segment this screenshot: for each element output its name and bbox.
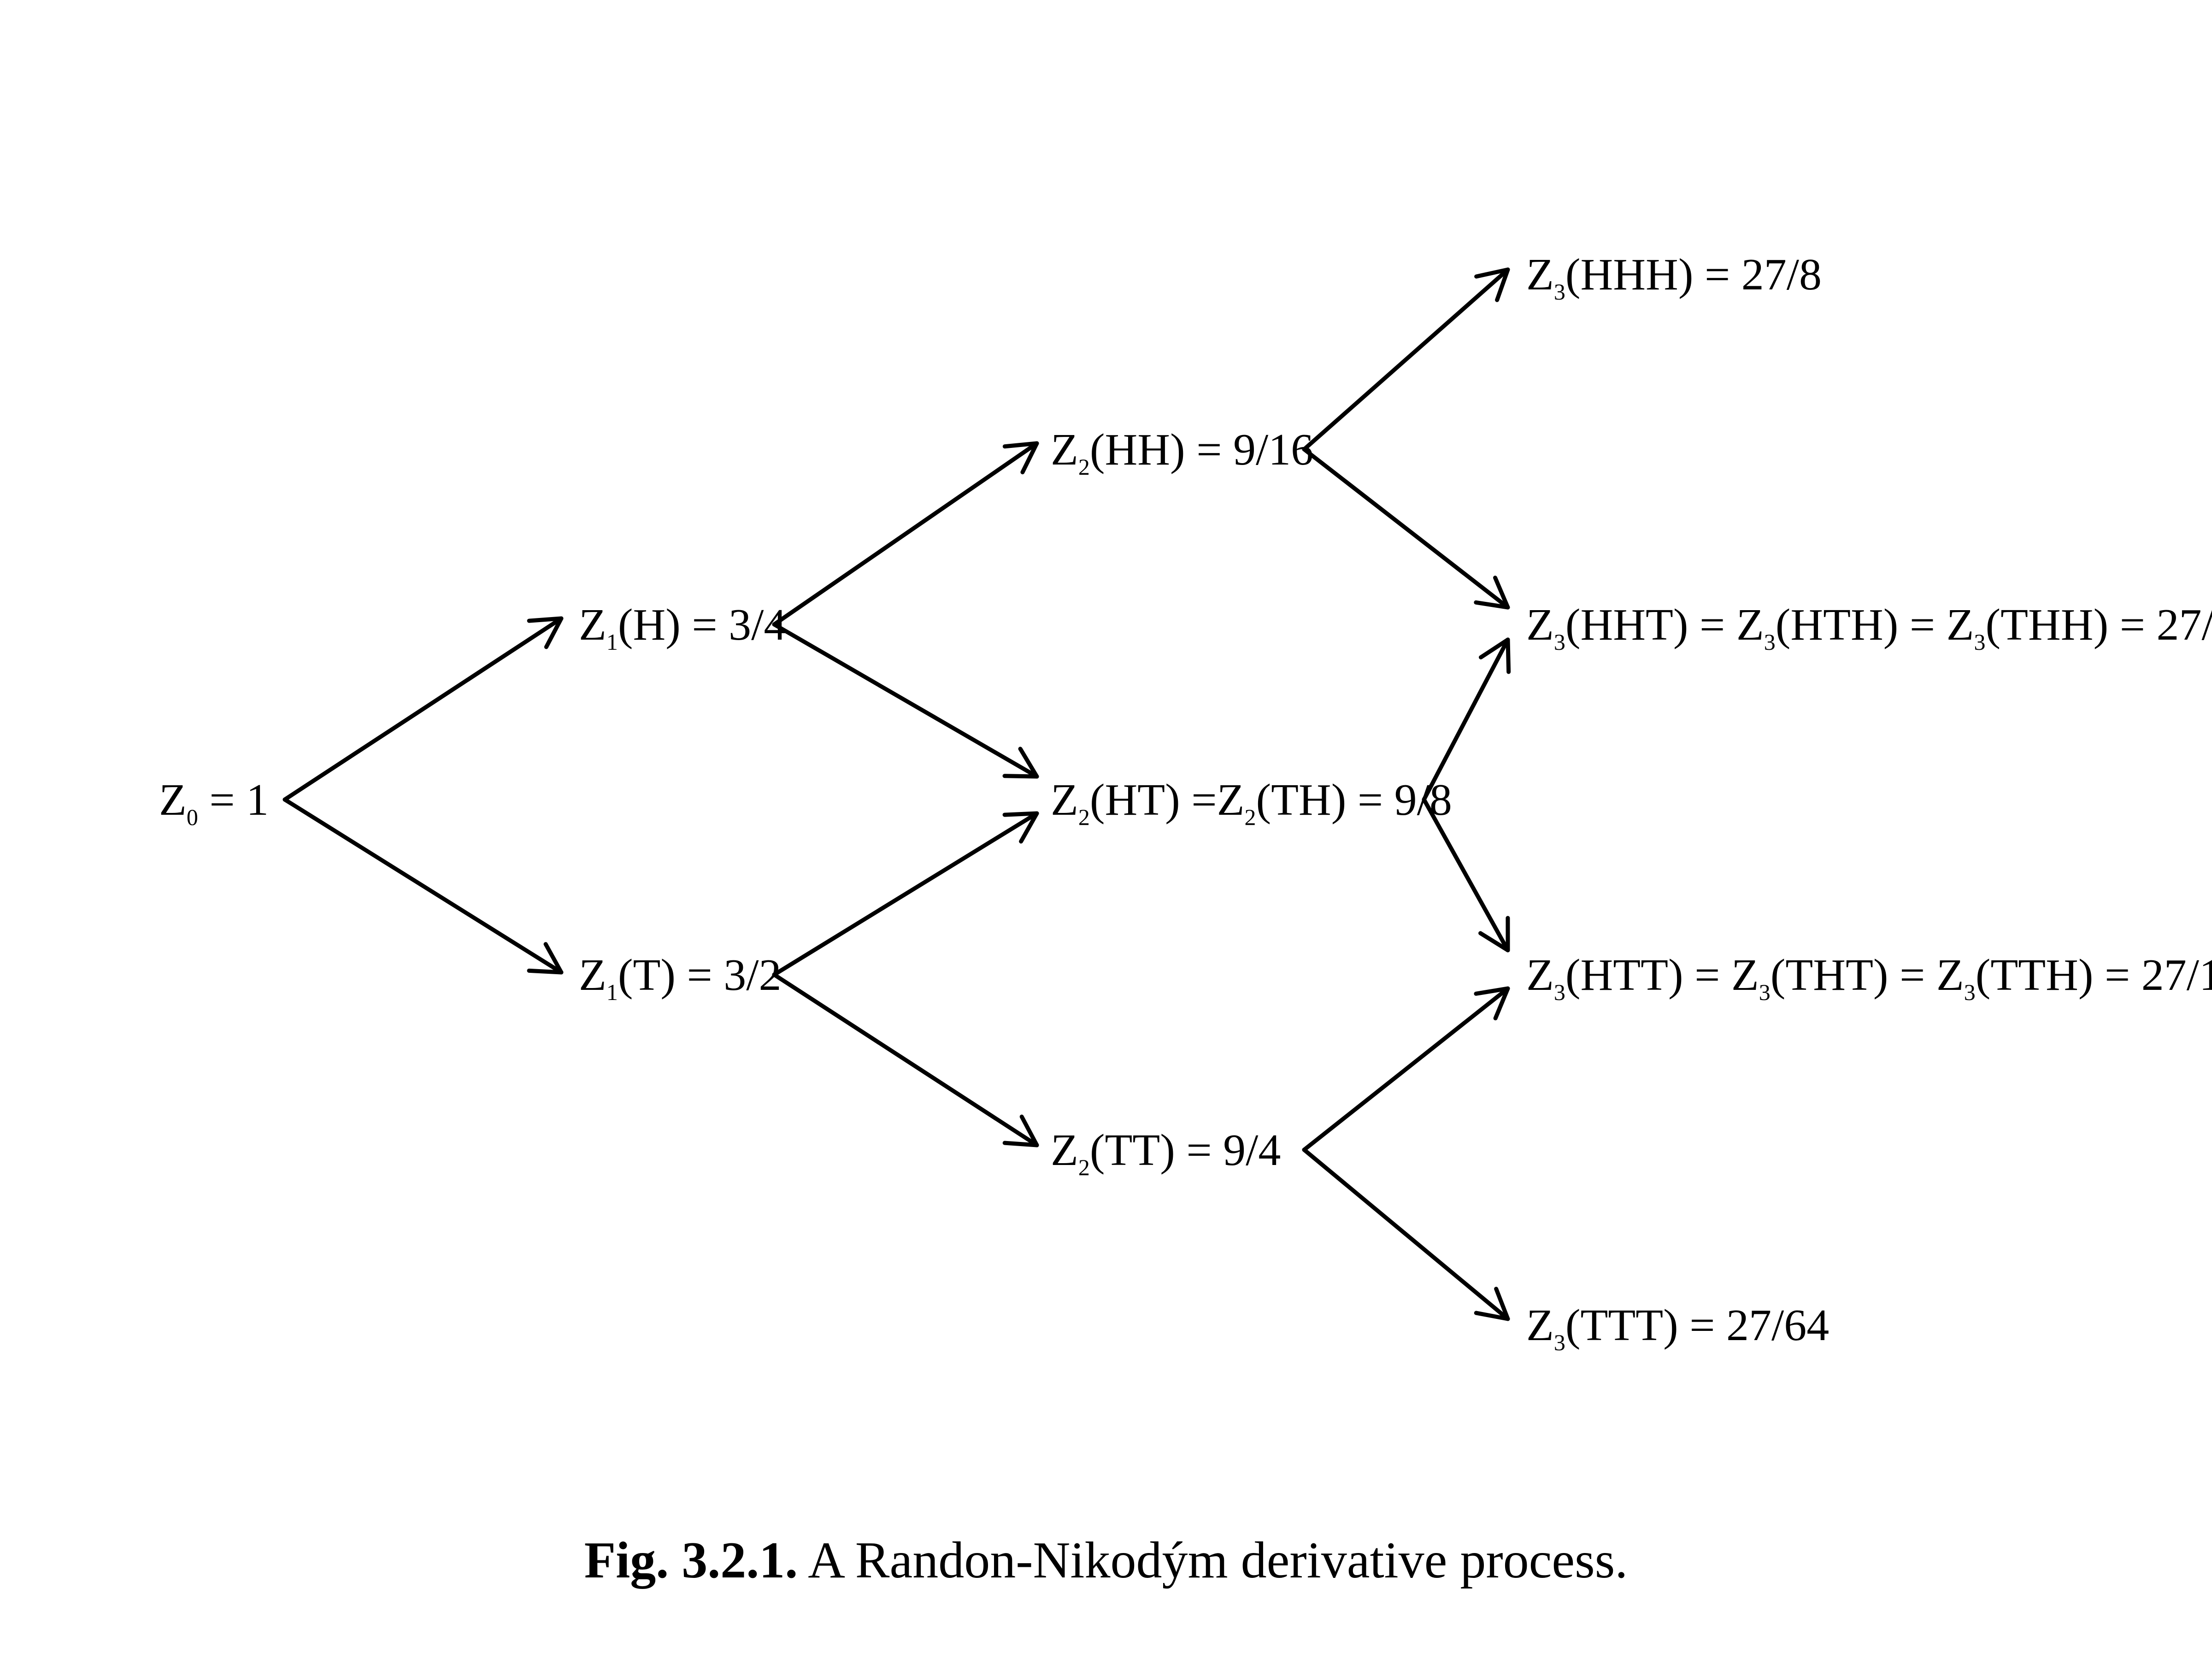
edge-z2-tt-to-z3-ttt	[1302, 1147, 1510, 1321]
edge-line	[772, 622, 1039, 779]
edge-z1-h-to-z2-ht	[772, 622, 1039, 779]
edge-z0-to-z1-t	[282, 797, 564, 975]
arrowhead	[1474, 1287, 1510, 1321]
node-z2-tt: Z2(TT) = 9/4	[1051, 1125, 1281, 1180]
arrowhead	[527, 616, 564, 649]
edge-line	[772, 811, 1039, 977]
edge-line	[1302, 447, 1510, 610]
edge-z2-hh-to-z3-hhh	[1302, 267, 1510, 452]
edge-line	[282, 616, 564, 802]
node-z3-ttt: Z3(TTT) = 27/64	[1526, 1300, 1829, 1355]
edge-z1-t-to-z2-ht	[772, 811, 1039, 977]
arrowhead	[1474, 986, 1510, 1021]
edge-line	[1302, 1147, 1510, 1321]
edge-line	[1422, 797, 1510, 953]
node-z3-hht: Z3(HHT) = Z3(HTH) = Z3(THH) = 27/32	[1526, 600, 2212, 655]
arrowhead	[1474, 267, 1510, 302]
arrowhead	[1478, 637, 1511, 674]
node-z3-htt: Z3(HTT) = Z3(THT) = Z3(TTH) = 27/16	[1526, 950, 2212, 1005]
edge-z1-h-to-z2-hh	[772, 441, 1039, 627]
nodes: Z0 = 1 Z1(H) = 3/4Z1(T) = 3/2 Z2(HH) = 9/1…	[159, 250, 2212, 1355]
edge-line	[772, 441, 1039, 627]
arrowhead	[1478, 916, 1510, 953]
edge-z2-hh-to-z3-hht	[1302, 447, 1510, 610]
node-z3-hhh: Z3(HHH) = 27/8	[1526, 250, 1822, 305]
edge-line	[1302, 267, 1510, 452]
edge-line	[282, 797, 564, 975]
arrowhead	[1474, 576, 1510, 610]
arrowhead	[1002, 1114, 1039, 1147]
arrowhead	[527, 942, 564, 975]
node-z2-ht: Z2(HT) =Z2(TH) = 9/8	[1051, 775, 1452, 830]
node-z1-h: Z1(H) = 3/4	[579, 600, 786, 655]
edges	[282, 267, 1511, 1321]
edge-z0-to-z1-h	[282, 616, 564, 802]
arrowhead	[1002, 811, 1039, 844]
edge-z2-tt-to-z3-htt	[1302, 986, 1510, 1152]
edge-line	[772, 972, 1039, 1147]
node-z1-t: Z1(T) = 3/2	[579, 950, 782, 1005]
edge-z1-t-to-z2-tt	[772, 972, 1039, 1147]
caption-text: A Randon-Nikodým derivative process.	[798, 1532, 1628, 1589]
figure-caption: Fig. 3.2.1. A Randon-Nikodým derivative …	[0, 1535, 2212, 1586]
edge-z2-ht-to-z3-hht	[1422, 637, 1511, 802]
caption-figure-number: Fig. 3.2.1.	[584, 1532, 798, 1589]
node-z0: Z0 = 1	[159, 775, 269, 830]
node-z2-hh: Z2(HH) = 9/16	[1051, 425, 1313, 480]
edge-z2-ht-to-z3-htt	[1422, 797, 1510, 953]
edge-line	[1422, 637, 1510, 802]
arrowhead	[1002, 747, 1039, 779]
arrowhead	[1002, 441, 1039, 475]
edge-line	[1302, 986, 1510, 1152]
